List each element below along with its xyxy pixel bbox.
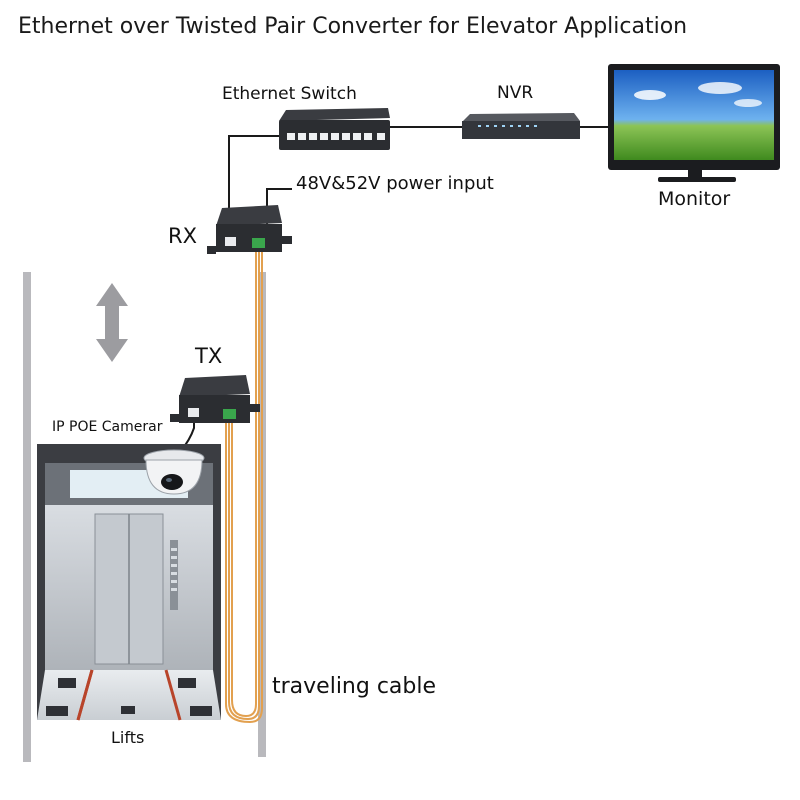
traveling-cable <box>225 252 263 724</box>
lifts-label: Lifts <box>111 728 145 747</box>
rx-label: RX <box>168 224 197 248</box>
cable-switch-to-rx <box>228 135 279 240</box>
diagram-title: Ethernet over Twisted Pair Converter for… <box>18 14 688 39</box>
rx-converter-icon <box>207 205 292 254</box>
power-input-label: 48V&52V power input <box>296 173 494 194</box>
monitor-label: Monitor <box>658 188 731 210</box>
camera-label: IP POE Camerar <box>52 419 163 435</box>
traveling-cable-label: traveling cable <box>272 674 437 699</box>
rx-rj45-port <box>225 237 236 246</box>
shaft-rail-left <box>23 272 31 762</box>
tx-rj45-port <box>188 408 199 417</box>
ethernet-switch-icon <box>279 108 390 150</box>
up-down-arrow-icon <box>96 283 128 362</box>
nvr-label: NVR <box>497 83 534 103</box>
tx-power-terminal <box>223 409 236 419</box>
rx-power-terminal <box>252 238 265 248</box>
monitor-icon <box>608 64 780 182</box>
ethernet-switch-label: Ethernet Switch <box>222 84 357 104</box>
tx-converter-icon <box>170 375 260 423</box>
tx-label: TX <box>195 344 223 368</box>
elevator-car-icon <box>37 444 221 721</box>
dome-camera-icon <box>143 449 205 495</box>
nvr-icon <box>462 113 580 139</box>
